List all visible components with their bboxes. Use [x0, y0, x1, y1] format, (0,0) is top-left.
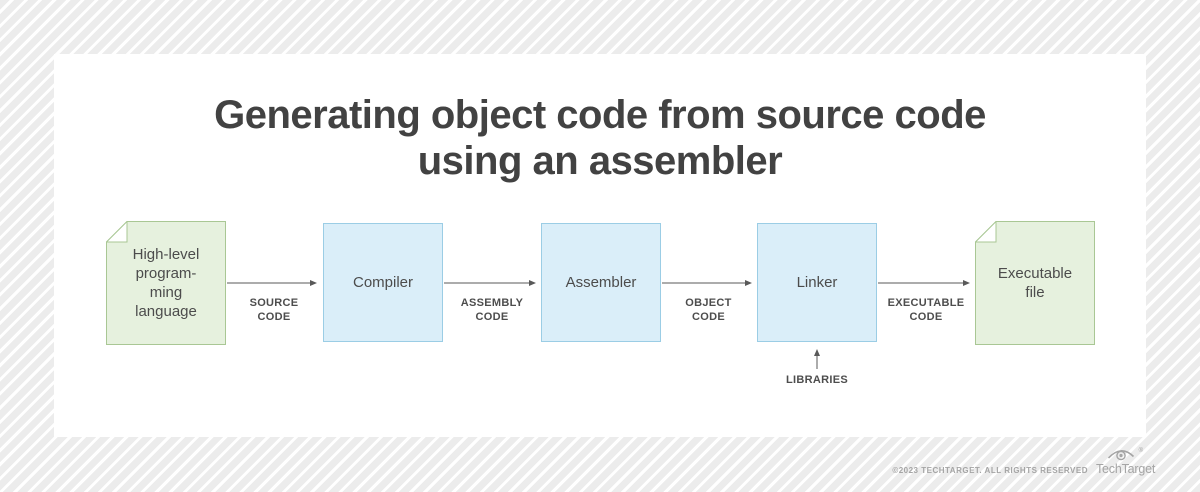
- edge-label-source-code: SOURCE CODE: [249, 297, 299, 323]
- edge-label-libraries: LIBRARIES: [786, 374, 848, 386]
- node-label: Executable file: [997, 265, 1073, 301]
- node-label: Assembler: [565, 274, 637, 291]
- techtarget-eye-icon: [1107, 450, 1135, 461]
- infographic-card: Generating object code from source code …: [54, 54, 1146, 437]
- node-high-level-language: High-level program- ming language: [106, 221, 226, 345]
- document-shape-icon: [975, 221, 1095, 345]
- node-label: Compiler: [352, 274, 413, 291]
- node-assembler: Assembler: [541, 223, 661, 342]
- registered-trademark: ®: [1138, 448, 1143, 454]
- node-linker: Linker: [757, 223, 877, 342]
- techtarget-logo: ® TechTarget: [1096, 448, 1156, 476]
- node-compiler: Compiler: [323, 223, 443, 342]
- node-executable-file: Executable file: [975, 221, 1095, 345]
- document-shape-icon: [106, 221, 226, 345]
- node-label: Linker: [796, 274, 838, 291]
- copyright-text: ©2023 TECHTARGET. ALL RIGHTS RESERVED: [892, 466, 1088, 475]
- page-title: Generating object code from source code …: [214, 93, 986, 183]
- edge-label-executable-code: EXECUTABLE CODE: [887, 297, 965, 323]
- edge-label-assembly-code: ASSEMBLY CODE: [460, 297, 524, 323]
- brand-name: TechTarget: [1096, 462, 1156, 476]
- edge-label-object-code: OBJECT CODE: [685, 297, 732, 323]
- node-label: High-level program- ming language: [132, 246, 200, 320]
